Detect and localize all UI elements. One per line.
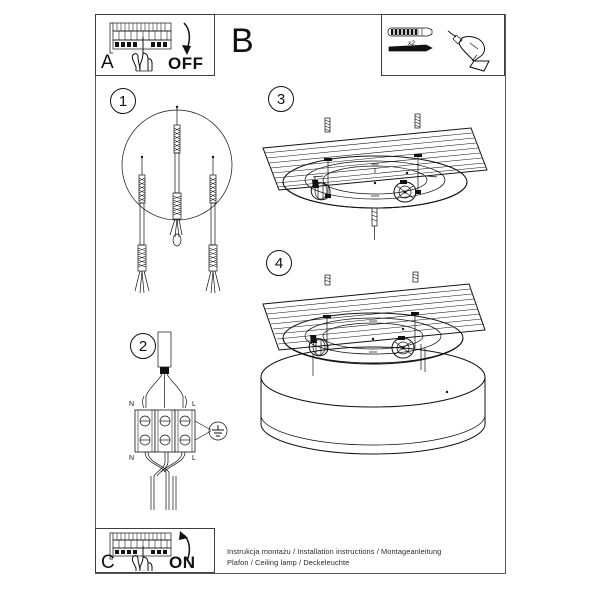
step-4-badge: 4 [266, 250, 292, 276]
hand-pressing-icon-on [131, 546, 153, 572]
terminal-label-n-bottom: N [129, 455, 135, 462]
footer-caption-line2: Plafon / Ceiling lamp / Deckeleuchte [227, 558, 350, 567]
frame-top-horizontal-line [95, 14, 505, 15]
plate-screw-right [414, 154, 422, 194]
step-1-badge: 1 [110, 88, 136, 114]
ceiling-screw-left-4 [324, 274, 331, 286]
frame-bottom-horizontal-line [95, 573, 505, 574]
ceiling-screw-right [414, 113, 421, 129]
mounting-clamp-right [393, 180, 417, 203]
drum-shade [260, 346, 486, 455]
wire-left [134, 155, 150, 294]
step-4-drum-shade-diagram [260, 271, 486, 455]
hand-pressing-icon [131, 37, 153, 72]
panel-c-state-label: ON [169, 553, 196, 572]
arrow-curved-up-icon [179, 531, 191, 562]
mounting-clamp-left-4 [308, 335, 329, 357]
panel-a-breaker-off: A OFF [95, 14, 215, 76]
panel-tools-hardware: x2 [381, 14, 505, 76]
panel-a-letter: A [101, 52, 114, 73]
step-3-badge: 3 [268, 86, 294, 112]
screw-icon [388, 44, 433, 52]
hardware-quantity-label: x2 [408, 40, 415, 47]
wall-plug-icon [387, 27, 433, 37]
plate-screw-left [324, 158, 332, 198]
step-2-terminal-block-diagram [134, 331, 228, 510]
wire-right [205, 155, 221, 294]
frame-right-vertical-line [505, 14, 506, 574]
panel-b-letter: B [231, 22, 254, 60]
mounting-clamp-left [310, 176, 331, 201]
wire-center [169, 105, 183, 247]
step-3-mounting-plate-diagram [262, 113, 488, 240]
panel-c-breaker-on: C ON [95, 528, 215, 573]
terminal-label-l-bottom: L [192, 455, 196, 462]
terminal-label-n-top: N [129, 401, 135, 408]
mounting-clamp-right-4 [391, 336, 415, 359]
terminal-label-l-top: L [192, 401, 196, 408]
panel-c-letter: C [101, 552, 115, 573]
hardware-icons [387, 27, 490, 72]
earth-ground-icon [194, 420, 228, 441]
plate-screw-right-4 [411, 312, 419, 348]
power-drill-icon [447, 30, 490, 72]
footer-caption-line1: Instrukcja montażu / Installation instru… [227, 547, 442, 556]
panel-a-state-label: OFF [168, 54, 204, 73]
step-2-badge: 2 [130, 333, 156, 359]
ceiling-screw-right-4 [412, 271, 419, 283]
frame-left-vertical-line [95, 14, 96, 574]
step-1-stripped-wires-diagram [121, 105, 233, 294]
circuit-breaker-panel-icon-on [109, 531, 191, 572]
arrow-curved-down-icon [182, 22, 191, 55]
ceiling-screw-left [324, 117, 331, 133]
circuit-breaker-panel-icon [109, 22, 191, 72]
